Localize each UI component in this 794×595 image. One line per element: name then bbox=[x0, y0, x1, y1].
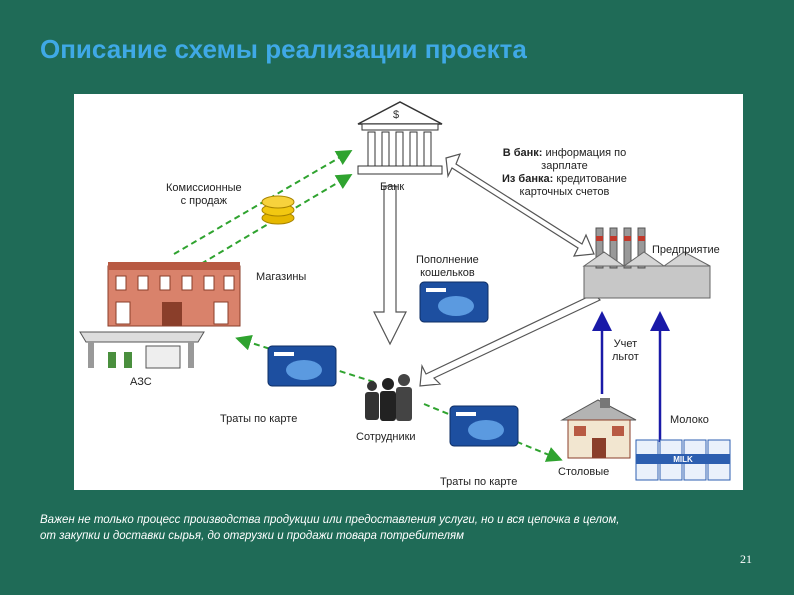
factory-icon bbox=[582, 227, 711, 299]
caption-line1: Важен не только процесс производства про… bbox=[40, 514, 620, 526]
replenish-line1: Пополнение bbox=[416, 254, 479, 266]
bank-info-in-text: информация по bbox=[542, 147, 627, 159]
bank-to-employees-arrow bbox=[373, 185, 407, 346]
coins-icon bbox=[261, 195, 295, 225]
shop-building-icon bbox=[107, 262, 241, 327]
card-spend-bottom-label: Траты по карте bbox=[440, 476, 518, 488]
caption-line2: от закупки и доставки сырья, до отгрузки… bbox=[40, 530, 465, 542]
bank-info-accounts: карточных счетов bbox=[519, 186, 610, 198]
replenish-label: Пополнение кошельков bbox=[416, 254, 479, 280]
employees-label: Сотрудники bbox=[356, 431, 416, 443]
bank-info-salary: зарплате bbox=[541, 160, 588, 172]
replenish-line2: кошельков bbox=[420, 267, 475, 279]
diagram-canvas: $ bbox=[79, 101, 731, 481]
slide-title: Описание схемы реализации проекта bbox=[40, 34, 527, 64]
accounting-label: Учет льгот bbox=[612, 338, 639, 364]
milk-brand-text: MILK bbox=[673, 455, 693, 464]
commission-label: Комиссионные с продаж bbox=[166, 182, 242, 208]
enterprise-label: Предприятие bbox=[652, 244, 720, 256]
accounting-arrows bbox=[592, 311, 670, 442]
slide-caption: Важен не только процесс производства про… bbox=[40, 512, 760, 544]
gas-station-icon bbox=[79, 331, 205, 369]
bank-label: Банк bbox=[380, 181, 405, 193]
canteens-label: Столовые bbox=[558, 466, 610, 478]
bank-info-in: В банк: bbox=[502, 147, 543, 159]
bank-info-label: В банк: информация по зарплате Из банка:… bbox=[502, 147, 627, 199]
page-number: 21 bbox=[740, 552, 752, 566]
card-icon-left bbox=[267, 345, 337, 387]
bank-info-out: Из банка: bbox=[502, 173, 554, 185]
enterprise-to-employees-arrow bbox=[419, 293, 602, 387]
commission-arrows bbox=[173, 149, 353, 275]
people-icon bbox=[365, 374, 412, 421]
diagram-panel: $ bbox=[74, 94, 743, 490]
bank-icon: $ bbox=[357, 101, 443, 175]
shops-label: Магазины bbox=[256, 271, 307, 283]
commission-line1: Комиссионные bbox=[166, 182, 242, 194]
gas-station-label: АЗС bbox=[130, 376, 152, 388]
bank-info-out-text: кредитование bbox=[553, 173, 627, 185]
card-spend-left-label: Траты по карте bbox=[220, 413, 298, 425]
card-icon-replenish bbox=[419, 281, 489, 323]
card-icon-bottom bbox=[449, 405, 519, 447]
milk-label: Молоко bbox=[670, 414, 709, 426]
dollar-sign: $ bbox=[393, 109, 399, 121]
canteen-house-icon bbox=[560, 398, 637, 459]
bank-enterprise-arrow bbox=[445, 153, 595, 257]
accounting-line2: льгот bbox=[612, 351, 639, 363]
accounting-line1: Учет bbox=[613, 338, 638, 350]
commission-line2: с продаж bbox=[180, 195, 228, 207]
milk-cartons-icon: MILK bbox=[635, 439, 731, 481]
